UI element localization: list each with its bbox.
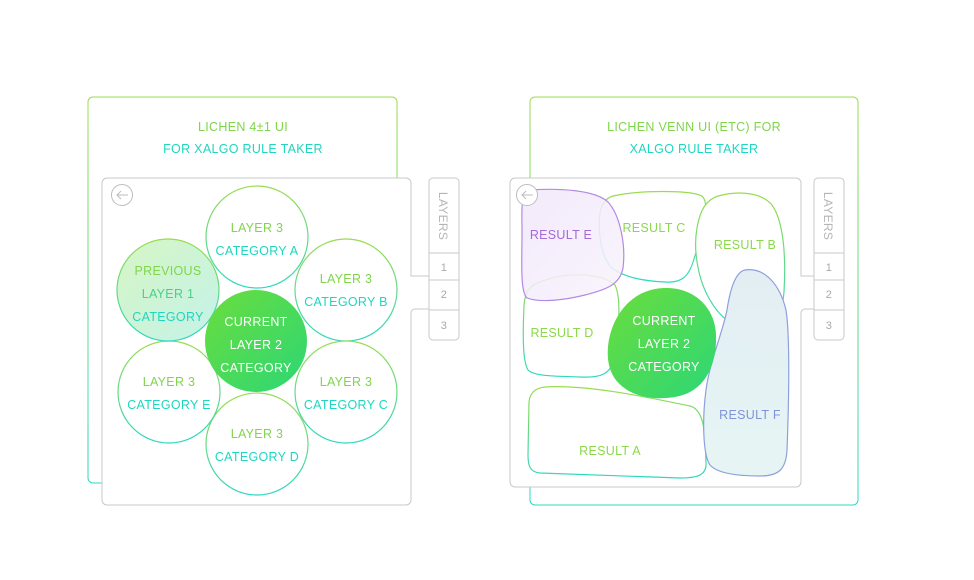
right-layer-tab-1[interactable]: 1 (826, 262, 832, 274)
right-layers-label: LAYERS (821, 192, 835, 240)
result-f-label: RESULT F (719, 408, 781, 422)
right-current-line1: CURRENT (632, 314, 695, 328)
category-d-bubble[interactable]: LAYER 3 CATEGORY D (205, 392, 309, 496)
result-f-region[interactable]: RESULT F (703, 269, 790, 477)
result-e-label: RESULT E (530, 228, 592, 242)
left-layer-tab-2[interactable]: 2 (441, 289, 447, 301)
previous-line3: CATEGORY (132, 310, 204, 324)
result-b-label: RESULT B (714, 238, 776, 252)
current-line1: CURRENT (224, 315, 287, 329)
left-layers-label: LAYERS (436, 192, 450, 240)
category-e-line2: CATEGORY E (127, 398, 211, 412)
right-layer-tab-2[interactable]: 2 (826, 289, 832, 301)
result-c-region[interactable]: RESULT C (598, 190, 707, 283)
back-arrow-icon[interactable] (516, 184, 538, 206)
previous-line1: PREVIOUS (135, 264, 202, 278)
left-layer-tab-3[interactable]: 3 (441, 320, 447, 332)
left-title-line1: LICHEN 4±1 UI (198, 120, 288, 134)
category-b-line1: LAYER 3 (320, 272, 373, 286)
category-b-bubble[interactable]: LAYER 3 CATEGORY B (294, 238, 398, 342)
category-c-line1: LAYER 3 (320, 375, 373, 389)
category-a-bubble[interactable]: LAYER 3 CATEGORY A (205, 185, 309, 289)
current-line2: LAYER 2 (230, 338, 283, 352)
category-d-line2: CATEGORY D (215, 450, 299, 464)
back-arrow-icon[interactable] (111, 184, 133, 206)
left-layers-tab[interactable]: LAYERS 1 2 3 (428, 177, 460, 341)
left-panel: LICHEN 4±1 UI FOR XALGO RULE TAKER LAYER… (87, 96, 460, 506)
result-a-region[interactable]: RESULT A (527, 386, 707, 479)
category-c-line2: CATEGORY C (304, 398, 388, 412)
category-c-bubble[interactable]: LAYER 3 CATEGORY C (294, 340, 398, 444)
right-layers-tab[interactable]: LAYERS 1 2 3 (813, 177, 845, 341)
left-layer-tab-1[interactable]: 1 (441, 262, 447, 274)
category-b-line2: CATEGORY B (304, 295, 388, 309)
category-a-line2: CATEGORY A (216, 244, 299, 258)
current-layer-blob[interactable]: CURRENT LAYER 2 CATEGORY (607, 288, 717, 399)
right-title-line1: LICHEN VENN UI (ETC) FOR (607, 120, 781, 134)
result-a-label: RESULT A (579, 444, 641, 458)
result-e-region[interactable]: RESULT E (521, 188, 625, 302)
result-c-label: RESULT C (622, 221, 685, 235)
left-title-line2: FOR XALGO RULE TAKER (163, 142, 323, 156)
result-d-label: RESULT D (530, 326, 593, 340)
right-layer-tab-3[interactable]: 3 (826, 320, 832, 332)
right-title-line2: XALGO RULE TAKER (630, 142, 759, 156)
category-a-line1: LAYER 3 (231, 221, 284, 235)
previous-layer-bubble[interactable]: PREVIOUS LAYER 1 CATEGORY (116, 238, 220, 342)
category-e-bubble[interactable]: LAYER 3 CATEGORY E (117, 340, 221, 444)
right-panel: LICHEN VENN UI (ETC) FOR XALGO RULE TAKE… (509, 96, 859, 506)
category-e-line1: LAYER 3 (143, 375, 196, 389)
current-layer-bubble[interactable]: CURRENT LAYER 2 CATEGORY (205, 290, 307, 392)
right-current-line2: LAYER 2 (638, 337, 691, 351)
right-current-line3: CATEGORY (628, 360, 700, 374)
current-line3: CATEGORY (220, 361, 292, 375)
previous-line2: LAYER 1 (142, 287, 195, 301)
category-d-line1: LAYER 3 (231, 427, 284, 441)
